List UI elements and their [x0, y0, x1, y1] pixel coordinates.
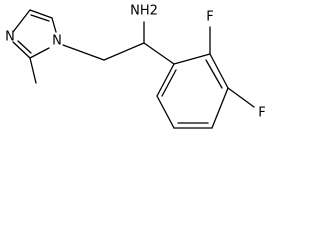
ring-bond-2-3-double — [205, 59, 223, 89]
ring-bond-3-4 — [211, 87, 229, 129]
ring-bond-6-1-double — [161, 69, 177, 97]
imidazole-bond-c4-c5-double — [30, 14, 50, 22]
imidazole-bond-n3-c2-double — [17, 40, 32, 54]
bond-n1-ch2 — [62, 44, 105, 61]
imidazole-bond-c5-n1 — [51, 17, 57, 33]
ring-bond-6-1 — [156, 63, 175, 97]
imidazole-bond-n3-c2 — [12, 41, 31, 59]
methyl-bond — [29, 57, 37, 84]
ring-bond-1-2 — [173, 53, 211, 65]
atom-label-imidazole-n1: N — [52, 34, 62, 49]
imidazole-bond-c4-c5 — [29, 9, 53, 19]
structure-diagram: NH2 N N F F — [5, 4, 266, 129]
ring-bond-2-3 — [209, 53, 229, 89]
ring-bond-5-6 — [156, 95, 175, 129]
atom-label-nh2: NH2 — [130, 4, 158, 19]
atom-label-fluoro-ortho: F — [206, 10, 213, 25]
structure-canvas: NH2 N N F F — [5, 4, 266, 129]
bond-c4-fluoro — [227, 87, 255, 108]
atom-label-fluoro-para: F — [258, 106, 265, 121]
imidazole-bond-c4-n3 — [12, 9, 31, 33]
imidazole-bond-c2-n1 — [29, 47, 50, 59]
bond-ch-aryl — [143, 42, 175, 65]
bond-ch2-ch — [103, 42, 145, 61]
atom-label-imidazole-n3: N — [5, 30, 15, 45]
